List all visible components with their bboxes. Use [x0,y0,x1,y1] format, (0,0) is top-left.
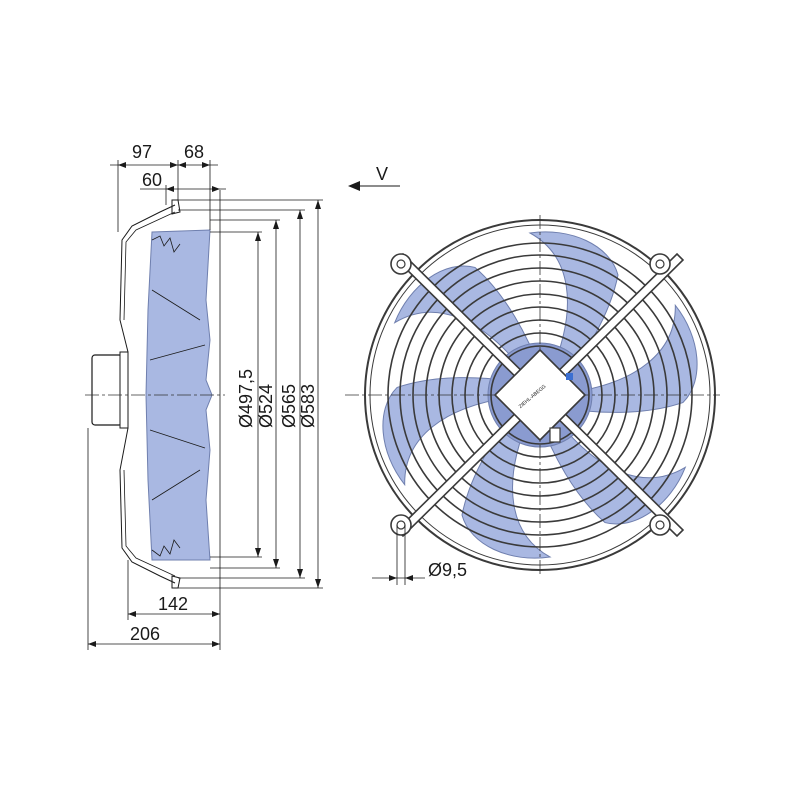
motor-housing [91,354,123,426]
arrow-524-b [273,559,279,568]
arrow-524-t [273,220,279,229]
hole-dia-label: Ø9,5 [428,560,467,580]
arrow-68-l [178,162,186,168]
center-plate: ZIEHL-ABEGG [494,349,586,443]
dia-524-label: Ø524 [256,384,276,428]
arrow-97-l [118,162,126,168]
arrow-206-l [88,641,96,647]
arrow-583-b [315,579,321,588]
guard-side-profile [119,204,176,584]
arrow-142-l [128,611,136,617]
dia-4975-label: Ø497,5 [236,369,256,428]
blade-side-edge [149,235,206,557]
dia-565-label: Ø565 [279,384,299,428]
arrow-hole-l [389,575,397,581]
dia-583-label: Ø583 [298,384,318,428]
arrow-4975-t [255,232,261,241]
arrow-97-r [170,162,178,168]
cable-gland [549,427,561,443]
arrow-68-r [202,162,210,168]
arrow-60-l [166,186,174,192]
arrow-142-r [212,611,220,617]
view-label: V [376,164,388,184]
guard-side-profile-inner [123,211,176,577]
dim-206-label: 206 [130,624,160,644]
arrow-60-r [212,186,220,192]
arrow-4975-b [255,548,261,557]
front-view: ZIEHL-ABEGG Ø9,5 [345,215,720,585]
arrow-565-b [297,569,303,578]
arrow-565-t [297,210,303,219]
mount-hole-tr [655,259,665,269]
dim-68-label: 68 [184,142,204,162]
view-direction: V [348,164,400,191]
mount-hole-bl [396,520,406,530]
arrow-hole-r [405,575,413,581]
side-view: 97 68 60 142 206 [85,142,323,650]
brand-logo-icon [566,373,573,380]
arrow-583-t [315,200,321,209]
dim-60-label: 60 [142,170,162,190]
mount-hole-tl [396,259,406,269]
mount-clip-top [171,199,181,215]
motor-flange [119,351,129,429]
dim-142-label: 142 [158,594,188,614]
view-arrow-head [348,181,360,191]
arrow-206-r [212,641,220,647]
mount-hole-br [655,520,665,530]
dim-97-label: 97 [132,142,152,162]
mounting-feet [390,253,671,536]
